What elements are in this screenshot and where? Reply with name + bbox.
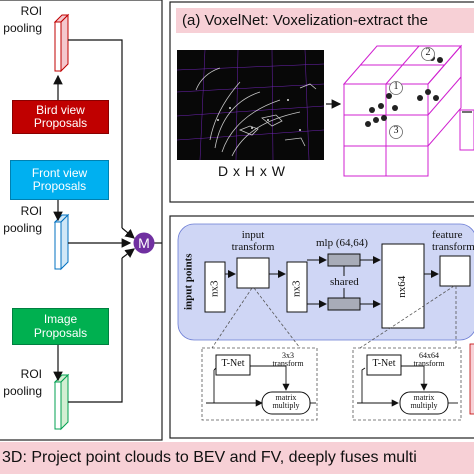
nx3-b-label: nx3 xyxy=(290,280,303,298)
input-text: input xyxy=(241,229,265,241)
matrix-text: matrix xyxy=(413,393,435,402)
roi-feature-block-bottom xyxy=(53,373,70,431)
matrix-multiply-a-label: matrix multiply xyxy=(262,393,310,411)
voxel-grid xyxy=(342,44,463,177)
pooling-text: pooling xyxy=(3,20,42,35)
voxelnet-title: (a) VoxelNet: Voxelization-extract the xyxy=(176,8,474,33)
matrix-multiply-b-label: matrix multiply xyxy=(400,393,448,411)
transform-text: transform xyxy=(231,240,275,253)
multiply-text: multiply xyxy=(410,401,438,411)
proposals-text: Proposals xyxy=(33,325,88,340)
roi-feature-block-mid xyxy=(53,213,70,271)
voxel-number-1: 1 xyxy=(393,81,399,92)
proposals-text: Proposals xyxy=(32,179,87,193)
size-text: 64x64 xyxy=(419,351,439,360)
merge-node xyxy=(133,232,155,254)
image-text: Image xyxy=(43,312,78,327)
matrix-text: matrix xyxy=(275,393,297,402)
voxel-number-2: 2 xyxy=(425,47,431,58)
dimensions-label: D x H x W xyxy=(218,163,286,179)
transform-64x64-label: 64x64 transform xyxy=(404,351,454,369)
bottom-caption-banner: 3D: Project point clouds to BEV and FV, … xyxy=(0,442,474,474)
tnet-b-label: T-Net xyxy=(372,358,396,369)
merge-symbol: M xyxy=(138,235,150,251)
pooling-text: pooling xyxy=(3,220,42,235)
roi-feature-block-top xyxy=(53,13,70,73)
mlp-label: mlp (64,64) xyxy=(316,237,368,249)
nx64-wrap: nx64 xyxy=(386,276,420,298)
nx3-b-wrap: nx3 xyxy=(283,277,311,301)
proposals-text: Proposals xyxy=(33,116,88,130)
input-transform-label: input transform xyxy=(226,229,280,253)
bird-view-text: Bird view xyxy=(36,102,85,117)
transform-text: transform xyxy=(432,240,474,253)
roi-text: ROI xyxy=(20,204,42,218)
transform-text: transform xyxy=(413,359,445,369)
nx3-a-label: nx3 xyxy=(208,280,221,298)
multiply-text: multiply xyxy=(272,401,300,411)
feature-transform-label: feature transform xyxy=(432,230,474,253)
roi-text: ROI xyxy=(20,367,42,381)
pointnet-panel-frame xyxy=(169,215,474,439)
transform-text: transform xyxy=(272,359,304,369)
nx64-label: nx64 xyxy=(396,275,409,298)
tnet-a-label: T-Net xyxy=(221,358,245,369)
shared-label: shared xyxy=(330,276,359,288)
input-points-label: input points xyxy=(182,253,195,311)
input-points-label-wrap: input points xyxy=(176,232,202,332)
roi-text: ROI xyxy=(20,4,42,18)
feature-text: feature xyxy=(432,230,463,241)
roi-pooling-bottom-label: ROI pooling xyxy=(2,368,42,397)
pooling-text: pooling xyxy=(3,383,42,398)
size-text: 3x3 xyxy=(282,351,294,360)
nx3-a-wrap: nx3 xyxy=(201,277,229,301)
front-view-text: Front view xyxy=(31,165,88,180)
voxel-number-3: 3 xyxy=(393,125,399,136)
transform-3x3-label: 3x3 transform xyxy=(266,351,310,369)
mv3d-panel-frame xyxy=(0,0,163,441)
roi-pooling-mid-label: ROI pooling xyxy=(2,205,42,234)
voxelnet-panel-frame xyxy=(169,1,474,203)
roi-pooling-top-label: ROI pooling xyxy=(2,5,42,34)
point-cloud-image xyxy=(177,50,324,160)
